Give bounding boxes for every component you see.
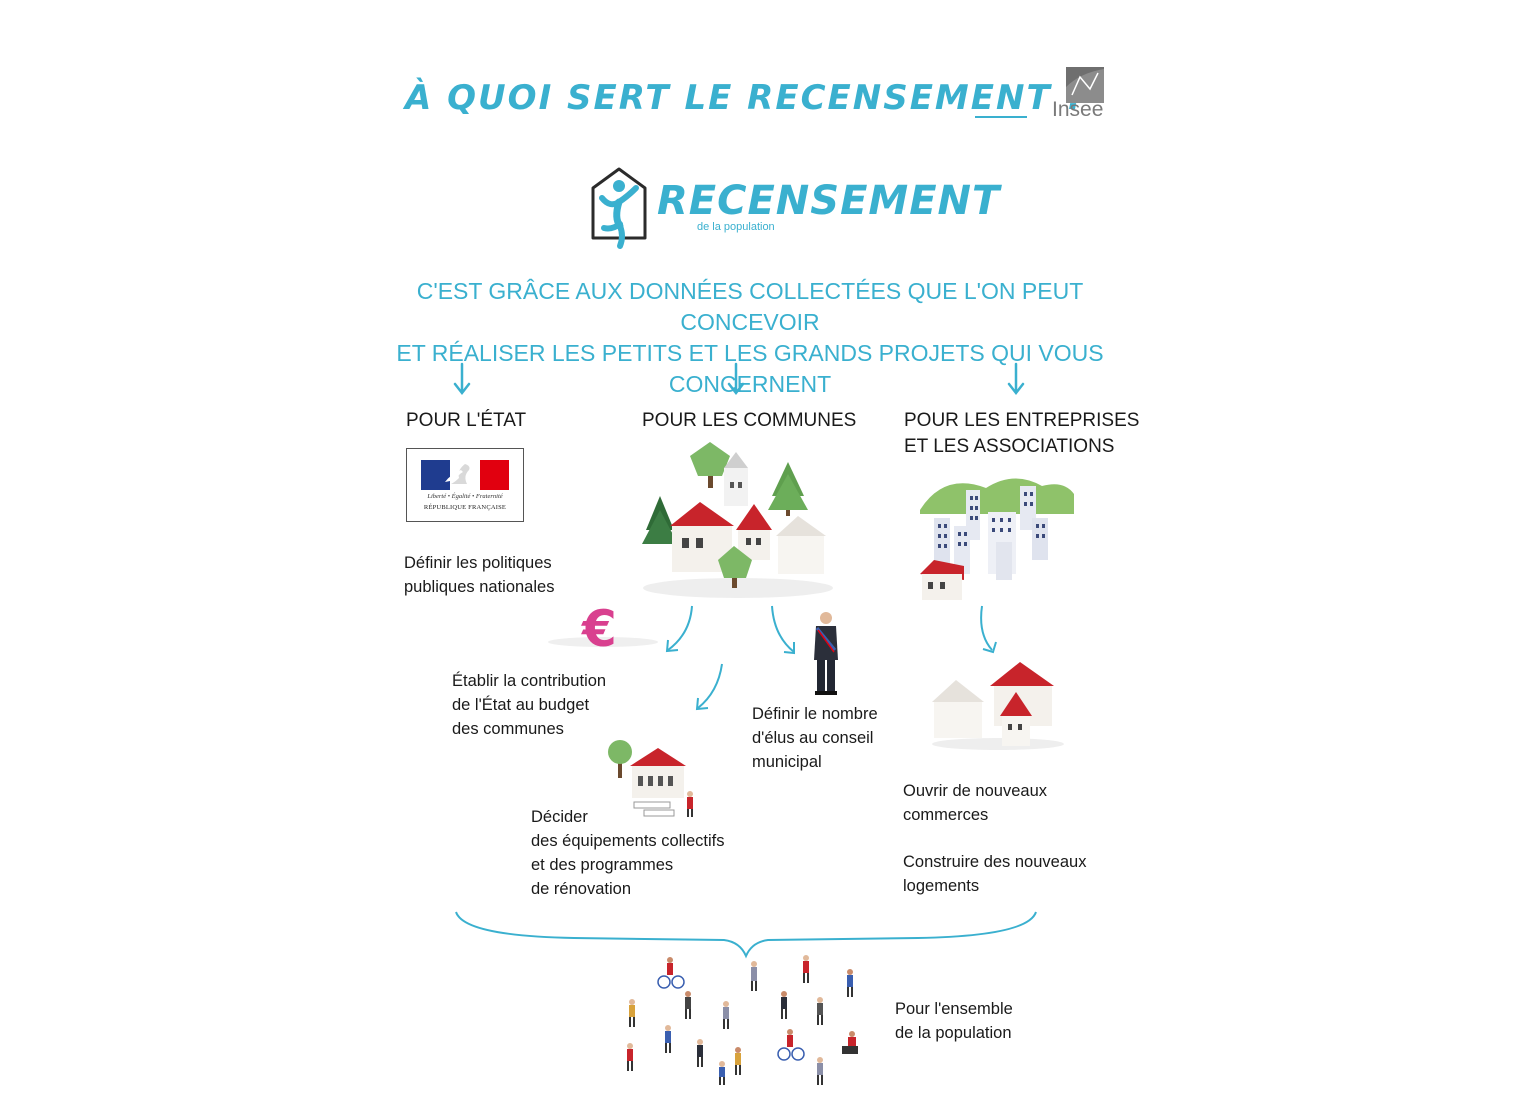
recensement-house-icon xyxy=(591,167,647,249)
arrow-down-icon xyxy=(1007,362,1025,396)
etat-item-line: Définir les politiques xyxy=(404,554,552,572)
heading-entreprises-line: POUR LES ENTREPRISES xyxy=(904,410,1140,431)
commerces-line: Ouvrir de nouveaux xyxy=(903,782,1047,800)
heading-entreprises: POUR LES ENTREPRISES ET LES ASSOCIATIONS xyxy=(904,408,1139,460)
village-illustration xyxy=(642,442,833,598)
city-illustration xyxy=(920,478,1074,600)
arrow-down-icon xyxy=(727,362,745,396)
logements-line: logements xyxy=(903,877,980,895)
school-illustration xyxy=(608,740,693,817)
equipements-line: Décider xyxy=(531,808,588,826)
marianne-flag-icon xyxy=(421,460,509,490)
page-title: À QUOI SERT LE RECENSEMENT ? xyxy=(405,78,1088,118)
brand-name: RECENSEMENT xyxy=(657,178,1001,224)
elus-item: Définir le nombre d'élus au conseil muni… xyxy=(752,702,878,774)
republique-motto: Liberté • Égalité • Fraternité xyxy=(427,493,503,500)
logements-line: Construire des nouveaux xyxy=(903,853,1087,871)
etat-item: Définir les politiques publiques nationa… xyxy=(404,551,554,599)
etat-item-line: publiques nationales xyxy=(404,578,555,596)
euro-icon: € xyxy=(582,600,617,658)
intro-text: C'EST GRÂCE AUX DONNÉES COLLECTÉES QUE L… xyxy=(380,276,1120,400)
equipements-item: Décider des équipements collectifs et de… xyxy=(531,805,725,901)
elus-line: municipal xyxy=(752,753,822,771)
insee-logo-icon xyxy=(1066,67,1104,103)
curved-arrow-icon xyxy=(980,605,997,654)
equipements-line: de rénovation xyxy=(531,880,631,898)
mayor-figure-icon xyxy=(814,612,838,695)
logements-item: Construire des nouveaux logements xyxy=(903,850,1086,898)
republique-name: RÉPUBLIQUE FRANÇAISE xyxy=(423,504,507,511)
contribution-line: Établir la contribution xyxy=(452,672,607,690)
brand-subtitle: de la population xyxy=(697,221,775,233)
footer-line: Pour l'ensemble xyxy=(895,1000,1013,1018)
brace-icon xyxy=(455,911,1037,959)
republique-francaise-logo: Liberté • Égalité • Fraternité RÉPUBLIQU… xyxy=(406,448,524,522)
contribution-line: des communes xyxy=(452,720,564,738)
elus-line: d'élus au conseil xyxy=(752,729,874,747)
heading-entreprises-line: ET LES ASSOCIATIONS xyxy=(904,436,1115,457)
commerces-line: commerces xyxy=(903,806,989,824)
intro-line-1: C'EST GRÂCE AUX DONNÉES COLLECTÉES QUE L… xyxy=(416,278,1084,335)
intro-line-2: ET RÉALISER LES PETITS ET LES GRANDS PRO… xyxy=(396,340,1104,397)
crowd-illustration xyxy=(627,955,858,1085)
equipements-line: des équipements collectifs xyxy=(531,832,725,850)
contribution-item: Établir la contribution de l'État au bud… xyxy=(452,669,606,741)
footer-text: Pour l'ensemble de la population xyxy=(895,997,1013,1045)
curved-arrow-icon xyxy=(695,663,723,711)
elus-line: Définir le nombre xyxy=(752,705,878,723)
euro-shadow xyxy=(548,637,658,647)
heading-communes: POUR LES COMMUNES xyxy=(642,410,857,431)
heading-etat: POUR L'ÉTAT xyxy=(406,410,527,431)
new-houses-illustration xyxy=(932,662,1064,750)
contribution-line: de l'État au budget xyxy=(452,696,590,714)
curved-arrow-icon xyxy=(771,605,795,655)
footer-line: de la population xyxy=(895,1024,1012,1042)
curved-arrow-icon xyxy=(665,605,693,653)
insee-label: Insee xyxy=(1052,98,1104,121)
arrow-down-icon xyxy=(453,362,471,396)
equipements-line: et des programmes xyxy=(531,856,674,874)
title-underline xyxy=(975,116,1027,118)
commerces-item: Ouvrir de nouveaux commerces xyxy=(903,779,1047,827)
